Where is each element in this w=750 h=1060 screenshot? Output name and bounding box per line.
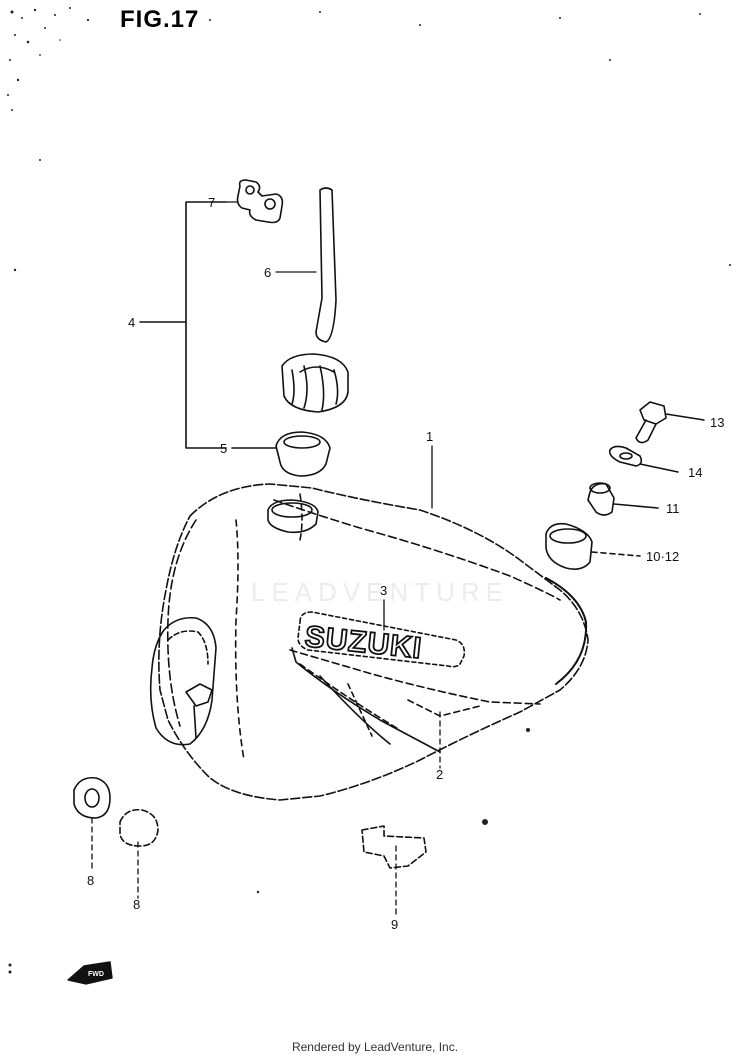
- figure-title: FIG.17: [120, 6, 200, 33]
- callout-5: 5: [220, 441, 228, 456]
- callout-13: 13: [710, 415, 725, 430]
- watermark: LEADVENTURE: [250, 577, 510, 607]
- callout-2: 2: [436, 767, 444, 782]
- callout-7: 7: [208, 195, 216, 210]
- callout-9: 9: [391, 917, 399, 932]
- leader-lines: [91, 201, 441, 917]
- callout-11: 11: [666, 501, 680, 516]
- part-10-12-cushion: [545, 522, 641, 570]
- callout-4: 4: [128, 315, 136, 330]
- callout-8a: 8: [87, 873, 95, 888]
- part-8-grommet-a: [73, 776, 111, 819]
- callout-10-12: 10·12: [646, 549, 680, 564]
- fuel-cap: [281, 353, 349, 413]
- tank-logo-text: SUZUKI: [303, 620, 423, 665]
- part-11-collar: [587, 482, 659, 516]
- part-1-fuel-tank: [149, 483, 589, 801]
- part-6-breather-hose: [315, 187, 337, 343]
- callout-8b: 8: [133, 897, 141, 912]
- part-5-cap-gasket: [231, 431, 331, 477]
- part-4-bracket: [139, 201, 227, 449]
- part-8-grommet-b: [119, 808, 159, 847]
- callout-3: 3: [380, 583, 388, 598]
- tank-emblem-outline: [297, 611, 466, 668]
- part-7-clip: [236, 179, 284, 224]
- part-9-bracket: [361, 825, 427, 869]
- part-13-bolt: [635, 401, 705, 444]
- footer-credit: Rendered by LeadVenture, Inc.: [291, 1040, 459, 1054]
- callout-6: 6: [264, 265, 272, 280]
- scan-noise: [7, 7, 731, 974]
- front-direction-arrow: [67, 961, 113, 985]
- part-14-washer: [608, 445, 679, 473]
- callout-14: 14: [688, 465, 703, 480]
- fwd-arrow-text: FWD: [88, 971, 104, 978]
- callout-1: 1: [426, 429, 434, 444]
